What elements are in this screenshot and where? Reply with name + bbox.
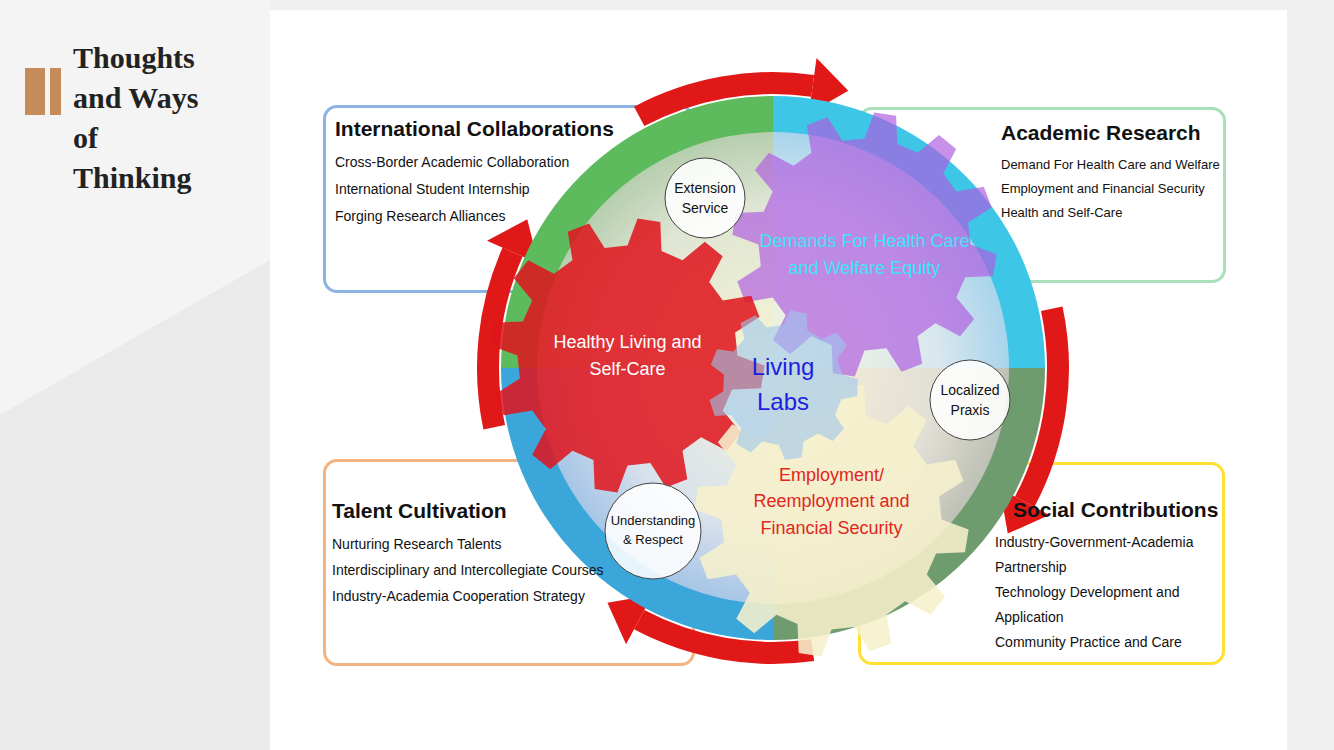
gear-label: Living Labs: [743, 350, 823, 420]
circle-outline: [929, 359, 1011, 441]
box-item: Forging Research Alliances: [335, 203, 675, 230]
box-item: Interdisciplinary and Intercollegiate Co…: [332, 557, 682, 583]
bubble-label: Extension Service: [667, 178, 743, 219]
box-item: Cross-Border Academic Collaboration: [335, 149, 675, 176]
bubble-label: Understanding & Respect: [606, 512, 700, 550]
gear-label: Healthy Living and Self-Care: [540, 329, 715, 381]
gear-label: Employment/ Reemployment and Financial S…: [742, 462, 922, 540]
box-item: Employment and Financial Security: [1001, 177, 1223, 201]
box-item: Industry-Academia Cooperation Strategy: [332, 583, 682, 609]
bubble-label: Localized Praxis: [932, 380, 1008, 421]
box-heading: Academic Research: [1001, 119, 1219, 147]
circle-outline: [664, 157, 746, 239]
box-item: Health and Self-Care: [1001, 201, 1223, 225]
box-item: Technology Development and Application: [995, 580, 1213, 630]
circle-outline: [604, 482, 702, 580]
gear-outline: [708, 310, 858, 460]
box-heading: Social Contributions: [1013, 496, 1218, 524]
box-item: Industry-Government-Academia Partnership: [995, 530, 1213, 580]
box-item: Community Practice and Care: [995, 630, 1213, 655]
gear-label: Demands For Health Care and Welfare Equi…: [750, 228, 980, 280]
box-item: Demand For Health Care and Welfare: [1001, 153, 1223, 177]
box-heading: International Collaborations: [335, 115, 687, 143]
page-title: Thoughts and Ways of Thinking: [73, 38, 223, 198]
box-item: International Student Internship: [335, 176, 675, 203]
bubble-circle: Localized Praxis: [929, 359, 1011, 441]
bubble-circle: Extension Service: [664, 157, 746, 239]
gear-shape: Living Labs: [708, 310, 858, 460]
bubble-circle: Understanding & Respect: [604, 482, 702, 580]
